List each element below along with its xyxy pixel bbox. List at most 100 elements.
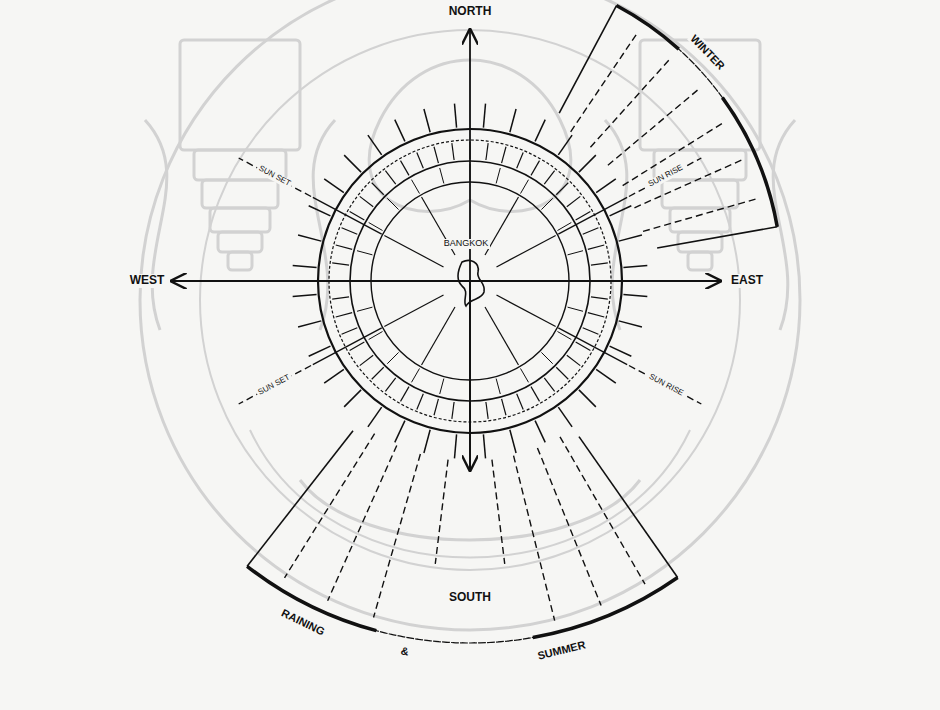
spoke (344, 390, 361, 407)
tick (588, 313, 604, 317)
tick (417, 394, 424, 410)
spoke (368, 407, 382, 427)
tick (557, 332, 571, 340)
spoke (558, 135, 572, 155)
tick (496, 168, 500, 183)
spoke (454, 104, 456, 128)
sun-ray (239, 366, 311, 404)
spoke (535, 421, 545, 443)
tick (544, 171, 554, 184)
sun-ray (629, 366, 701, 404)
sun-ray (384, 235, 443, 266)
spoke (309, 206, 331, 216)
sun-ray (239, 158, 311, 196)
tick (342, 228, 358, 235)
spoke (293, 265, 317, 267)
spoke (424, 430, 430, 453)
tick (336, 245, 352, 249)
tick (588, 245, 604, 249)
tick (385, 378, 395, 391)
east-arrow (470, 280, 720, 282)
south-arrow (469, 281, 471, 470)
tick (591, 297, 608, 299)
tick (401, 387, 410, 402)
sun-ray (313, 197, 382, 234)
tick (556, 183, 568, 195)
tick (567, 196, 580, 206)
tick (360, 196, 373, 206)
tick (440, 168, 444, 183)
sun-ray (422, 307, 456, 365)
watermark (140, 0, 800, 630)
spoke (454, 434, 456, 458)
spoke (610, 346, 632, 356)
spoke (596, 179, 616, 193)
tick (544, 378, 554, 391)
tick (357, 251, 372, 255)
tick (412, 180, 420, 194)
spoke (535, 120, 545, 142)
tick (502, 399, 506, 415)
tick (496, 379, 500, 394)
tick (531, 387, 540, 402)
tick (369, 332, 383, 340)
spoke (623, 265, 647, 267)
tick (401, 161, 410, 176)
sun-ray (374, 454, 421, 617)
sun-ray (558, 328, 627, 365)
sun-ray (643, 198, 758, 231)
tick (387, 198, 398, 209)
sun-ray (590, 58, 670, 147)
tick (517, 394, 524, 410)
winter-sector (559, 6, 777, 248)
spoke (395, 421, 405, 443)
summer-rain-sector (247, 431, 678, 643)
spoke (395, 120, 405, 142)
spoke (579, 390, 596, 407)
sun-ray (629, 158, 701, 196)
tick (387, 352, 398, 363)
sun-ray (571, 32, 638, 131)
spoke (344, 155, 361, 172)
direction-label: WEST (128, 274, 167, 287)
spoke (579, 155, 596, 172)
tick (541, 198, 552, 209)
tick (336, 313, 352, 317)
tick (583, 228, 599, 235)
sun-ray (328, 445, 397, 600)
compass-rose (172, 6, 777, 643)
tick (567, 355, 580, 365)
spoke (558, 407, 572, 427)
tick (521, 368, 529, 382)
tick (434, 399, 438, 415)
tick (452, 402, 454, 419)
tick (452, 143, 454, 160)
spoke (483, 104, 485, 128)
sun-ray (514, 456, 555, 621)
sun-ray (558, 197, 627, 234)
spoke (619, 235, 642, 241)
tick (342, 328, 358, 335)
tick (486, 402, 488, 419)
tick (521, 180, 529, 194)
tick (568, 251, 583, 255)
sun-label: SUN SET (255, 372, 293, 398)
map-outline (458, 260, 484, 306)
sun-ray (285, 434, 375, 578)
tick (486, 143, 488, 160)
tick (591, 263, 608, 265)
sun-ray (560, 437, 645, 584)
spoke (510, 430, 516, 453)
spoke (424, 109, 430, 132)
tick (332, 263, 349, 265)
spoke (596, 369, 616, 383)
tick (357, 307, 372, 311)
spoke (368, 135, 382, 155)
tick (502, 147, 506, 163)
spoke (623, 294, 647, 296)
spoke (619, 321, 642, 327)
season-label: & (398, 644, 412, 658)
season-label: WINTER (687, 31, 729, 73)
spoke (510, 109, 516, 132)
